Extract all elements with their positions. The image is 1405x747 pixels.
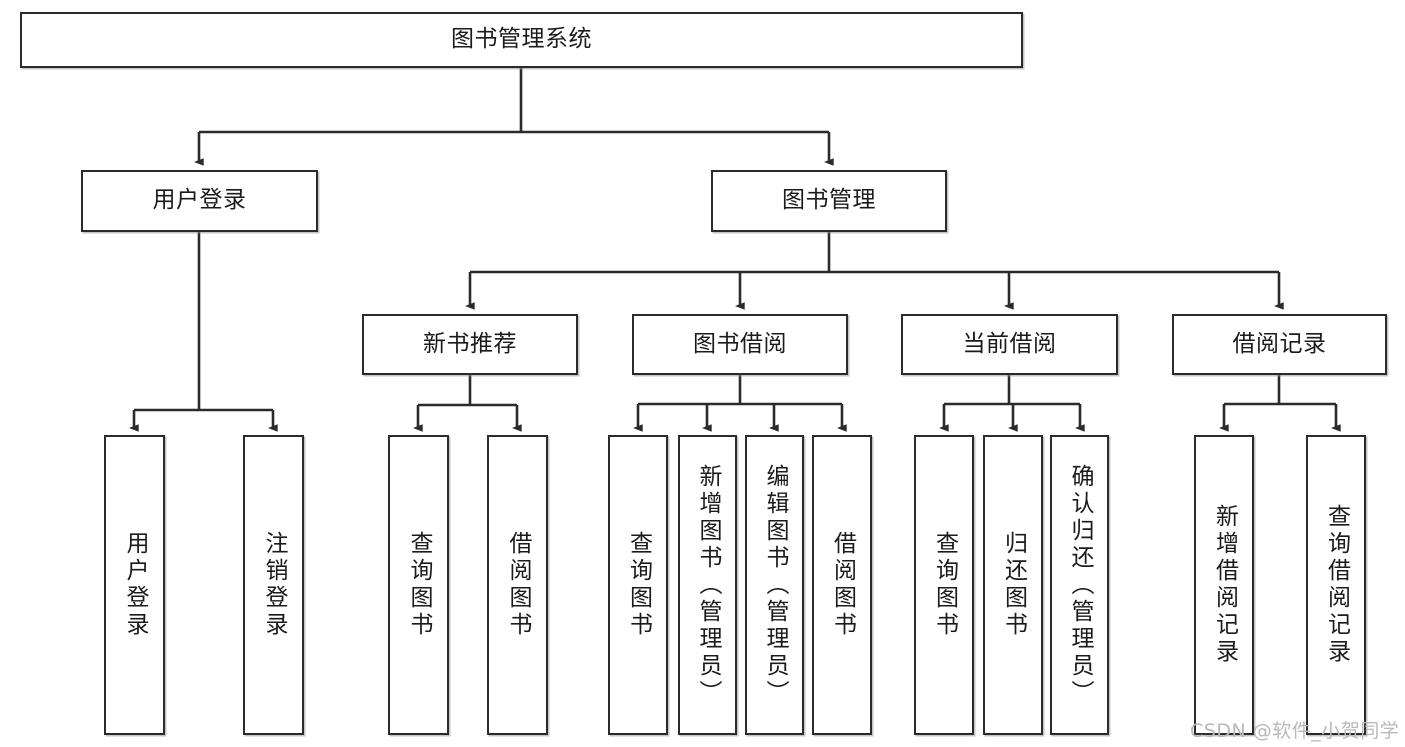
node-leaf-query-book-1-label: 查询图书 [406, 531, 432, 639]
node-leaf-edit-book-admin[interactable]: 编辑图书（管理员） [745, 435, 804, 735]
node-leaf-query-book-2[interactable]: 查询图书 [608, 435, 668, 735]
csdn-watermark: CSDN @软件_小贺同学 [1190, 720, 1400, 742]
node-leaf-edit-book-admin-label: 编辑图书（管理员） [762, 463, 788, 707]
node-leaf-add-borrow-record-label: 新增借阅记录 [1211, 504, 1238, 666]
node-current-borrow-label: 当前借阅 [962, 330, 1057, 357]
node-borrow-record-label: 借阅记录 [1232, 330, 1327, 357]
node-leaf-query-book-2-label: 查询图书 [625, 531, 652, 639]
node-user-login[interactable]: 用户登录 [81, 170, 318, 232]
node-leaf-logout[interactable]: 注销登录 [243, 435, 304, 735]
node-leaf-add-book-admin[interactable]: 新增图书（管理员） [678, 435, 737, 735]
node-leaf-add-book-admin-label: 新增图书（管理员） [695, 463, 721, 707]
node-root[interactable]: 图书管理系统 [20, 12, 1023, 68]
node-leaf-user-login-label: 用户登录 [122, 531, 148, 639]
node-leaf-confirm-return-admin[interactable]: 确认归还（管理员） [1050, 435, 1109, 735]
node-leaf-borrow-book-1-label: 借阅图书 [505, 531, 531, 639]
node-new-book-recommend-label: 新书推荐 [423, 330, 517, 357]
node-book-borrow[interactable]: 图书借阅 [632, 314, 848, 375]
node-book-manage[interactable]: 图书管理 [711, 170, 947, 232]
node-borrow-record[interactable]: 借阅记录 [1172, 314, 1387, 375]
node-leaf-query-book-3-label: 查询图书 [931, 531, 958, 639]
node-leaf-query-borrow-record-label: 查询借阅记录 [1323, 504, 1350, 666]
node-leaf-query-book-1[interactable]: 查询图书 [388, 435, 449, 735]
node-new-book-recommend[interactable]: 新书推荐 [362, 314, 578, 375]
node-leaf-query-borrow-record[interactable]: 查询借阅记录 [1306, 435, 1366, 735]
node-leaf-confirm-return-admin-label: 确认归还（管理员） [1067, 463, 1093, 707]
node-user-login-label: 用户登录 [152, 187, 247, 214]
node-leaf-return-book[interactable]: 归还图书 [983, 435, 1043, 735]
node-leaf-borrow-book-2[interactable]: 借阅图书 [812, 435, 872, 735]
node-leaf-borrow-book-1[interactable]: 借阅图书 [487, 435, 548, 735]
node-leaf-return-book-label: 归还图书 [1000, 531, 1027, 639]
node-leaf-query-book-3[interactable]: 查询图书 [914, 435, 974, 735]
node-current-borrow[interactable]: 当前借阅 [901, 314, 1118, 375]
node-leaf-user-login[interactable]: 用户登录 [104, 435, 165, 735]
node-book-borrow-label: 图书借阅 [693, 330, 787, 357]
node-leaf-add-borrow-record[interactable]: 新增借阅记录 [1194, 435, 1254, 735]
node-book-manage-label: 图书管理 [782, 187, 876, 214]
node-leaf-logout-label: 注销登录 [261, 531, 287, 639]
node-leaf-borrow-book-2-label: 借阅图书 [829, 531, 856, 639]
node-root-label: 图书管理系统 [451, 26, 592, 53]
